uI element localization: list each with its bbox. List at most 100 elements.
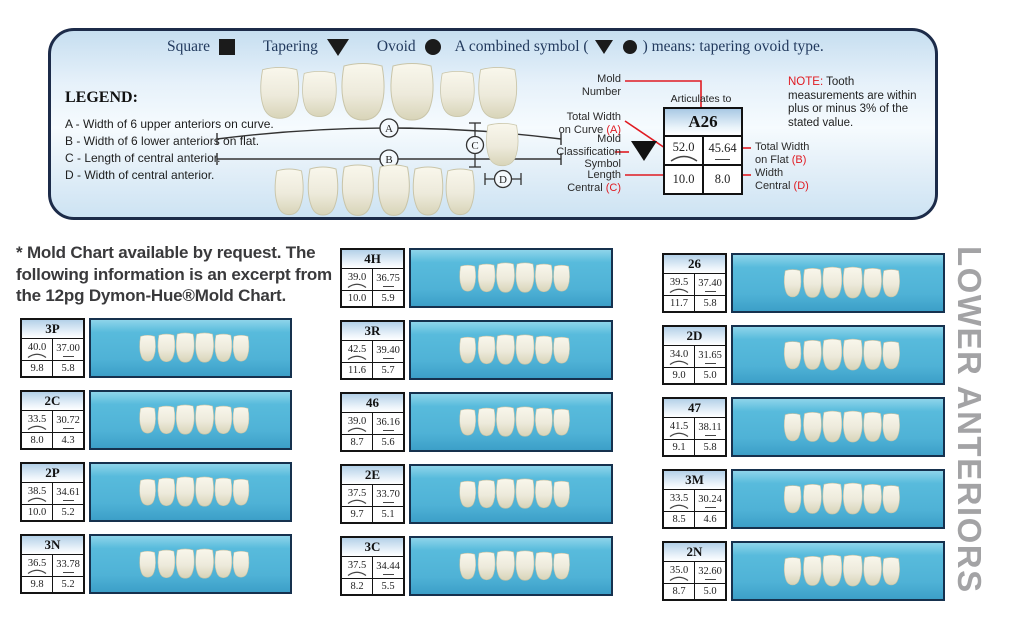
length-central-value: 11.6 (342, 363, 373, 378)
flat-symbol-icon (62, 571, 74, 573)
note-label: NOTE: (788, 76, 824, 88)
width-central-value: 5.8 (703, 298, 717, 309)
width-on-curve-value: 38.5 (27, 485, 47, 497)
mold-table: 2P 38.5 34.61 10.0 5.2 (20, 462, 85, 522)
legend-box: Square Tapering Ovoid A combined symbol … (48, 28, 938, 220)
length-central-value: 10.0 (342, 291, 373, 306)
mold-table: 2N 35.0 32.60 8.7 5.0 (662, 541, 727, 601)
square-label: Square (167, 38, 211, 55)
measure-d-label: D (499, 174, 507, 186)
flat-symbol-icon (62, 355, 74, 357)
width-on-curve-value: 42.5 (347, 343, 367, 355)
callout-mold-classification: Mold Classification Symbol (556, 133, 621, 170)
curve-symbol-icon (347, 355, 367, 360)
curve-symbol-icon (27, 425, 47, 430)
mold-number: 3M (664, 471, 725, 490)
mold-number: 4H (342, 250, 403, 269)
callout-total-width-on-flat: Total Width on Flat (B) (755, 141, 810, 166)
width-central-value: 5.8 (703, 442, 717, 453)
mold-photo (89, 390, 292, 450)
mold-table: 4H 39.0 36.75 10.0 5.9 (340, 248, 405, 308)
width-central-value: 4.3 (61, 435, 75, 446)
mold-table: 26 39.5 37.40 11.7 5.8 (662, 253, 727, 313)
width-on-flat-value: 36.75 (376, 272, 400, 284)
callout-length-central: Length Central (C) (567, 169, 621, 194)
mold-card: 26 39.5 37.40 11.7 5.8 (662, 253, 945, 313)
callout-width-central: Width Central (D) (755, 167, 809, 192)
mold-number: 2N (664, 543, 725, 562)
mold-number: 47 (664, 399, 725, 418)
mold-card: 4H 39.0 36.75 10.0 5.9 (340, 248, 613, 308)
curve-symbol-icon (669, 432, 689, 437)
mold-photo (731, 469, 945, 529)
teeth-photo-image (139, 332, 250, 363)
curve-symbol-icon (670, 155, 697, 162)
teeth-photo-image (783, 410, 900, 443)
callout-mold-number: Mold Number (581, 73, 621, 98)
mold-table: 46 39.0 36.16 8.7 5.6 (340, 392, 405, 452)
mold-table: 3C 37.5 34.44 8.2 5.5 (340, 536, 405, 596)
mold-number: 2E (342, 466, 403, 485)
flat-symbol-icon (704, 578, 716, 580)
mold-number: 2D (664, 327, 725, 346)
sample-width-on-flat: 45.64 (704, 137, 741, 164)
width-central-value: 5.2 (61, 579, 75, 590)
sample-mold-table: A26 52.0 45.64 10.0 8.0 (663, 107, 743, 195)
width-on-curve-value: 36.5 (27, 557, 47, 569)
mold-photo (409, 536, 613, 596)
teeth-photo-image (783, 338, 900, 371)
mold-card: 2D 34.0 31.65 9.0 5.0 (662, 325, 945, 385)
tapering-triangle-icon (594, 40, 613, 54)
length-central-value: 10.0 (22, 505, 53, 520)
flat-symbol-icon (382, 357, 394, 359)
mold-number: 3N (22, 536, 83, 555)
curve-symbol-icon (669, 288, 689, 293)
mold-table: 3M 33.5 30.24 8.5 4.6 (662, 469, 727, 529)
length-central-value: 8.2 (342, 579, 373, 594)
mold-table: 47 41.5 38.11 9.1 5.8 (662, 397, 727, 457)
intro-line-2: following information is an excerpt from (16, 264, 332, 284)
combined-symbol-note: A combined symbol ( ) means: tapering ov… (455, 38, 824, 56)
mold-classification-triangle-icon (631, 141, 657, 161)
mold-number: 2C (22, 392, 83, 411)
mold-photo (409, 248, 613, 308)
mold-card: 3P 40.0 37.00 9.8 5.8 (20, 318, 292, 378)
mold-card: 2P 38.5 34.61 10.0 5.2 (20, 462, 292, 522)
flat-symbol-icon (704, 362, 716, 364)
length-central-value: 11.7 (664, 296, 695, 311)
upper-anteriors-image (260, 63, 518, 121)
teeth-photo-image (139, 548, 250, 579)
flat-symbol-icon (62, 499, 74, 501)
mold-column-left: 3P 40.0 37.00 9.8 5.8 (20, 318, 292, 594)
section-title-vertical: LOWER ANTERIORS (951, 246, 988, 594)
width-central-value: 5.5 (381, 581, 395, 592)
width-on-curve-value: 37.5 (347, 487, 367, 499)
mold-photo (89, 534, 292, 594)
width-central-value: 4.6 (703, 514, 717, 525)
curve-symbol-icon (669, 504, 689, 509)
curve-symbol-icon (347, 283, 367, 288)
width-on-flat-value: 38.11 (698, 421, 722, 433)
flat-symbol-icon (382, 501, 394, 503)
mold-photo (89, 462, 292, 522)
width-on-flat-value: 32.60 (698, 565, 722, 577)
mold-table: 3P 40.0 37.00 9.8 5.8 (20, 318, 85, 378)
teeth-photo-image (459, 478, 570, 509)
width-on-flat-value: 37.00 (56, 342, 80, 354)
tapering-label: Tapering (263, 38, 318, 55)
intro-line-1: * Mold Chart available by request. The (16, 243, 316, 262)
ovoid-label: Ovoid (376, 38, 416, 55)
curve-symbol-icon (347, 427, 367, 432)
curve-symbol-icon (669, 576, 689, 581)
teeth-measurement-diagram: A B C (216, 63, 562, 216)
flat-symbol-icon (704, 290, 716, 292)
mold-number: 3R (342, 322, 403, 341)
teeth-photo-image (783, 554, 900, 587)
mold-card: 3C 37.5 34.44 8.2 5.5 (340, 536, 613, 596)
mold-column-right: 26 39.5 37.40 11.7 5.8 (662, 253, 945, 601)
square-icon (219, 39, 236, 55)
articulates-to-label: Articulates to (670, 93, 732, 105)
legend-line-a: A - Width of 6 upper anteriors on curve. (65, 117, 274, 131)
teeth-photo-image (783, 266, 900, 299)
mold-number: 46 (342, 394, 403, 413)
